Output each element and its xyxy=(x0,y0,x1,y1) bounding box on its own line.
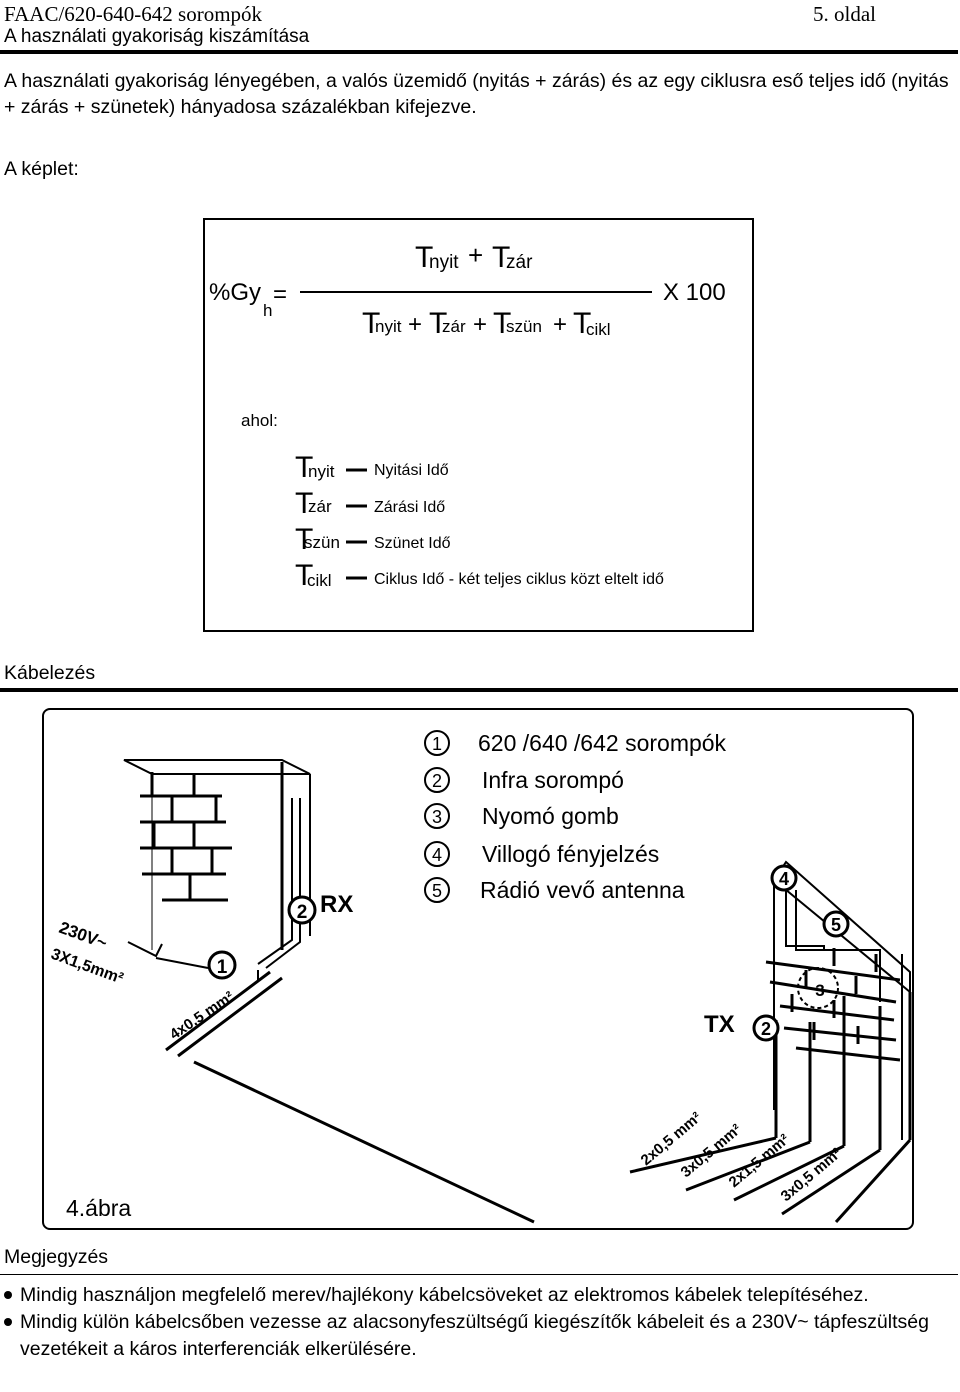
tx-label: TX xyxy=(704,1011,735,1038)
formula-box: T nyit + T zár %Gy h = X 100 T nyit + T … xyxy=(203,218,754,632)
svg-text:3: 3 xyxy=(815,981,824,1000)
denominator-sub-cikl: cikl xyxy=(586,320,611,339)
svg-text:5: 5 xyxy=(432,881,442,901)
denominator-plus1: + xyxy=(408,311,422,338)
numerator-sub-zar: zár xyxy=(506,252,533,273)
denominator-t3: T xyxy=(493,307,511,340)
formula-lhs: %Gy xyxy=(209,279,261,306)
denominator-t4: T xyxy=(573,307,591,340)
denominator-plus2: + xyxy=(473,311,487,338)
notes-rule xyxy=(0,1274,958,1275)
numerator-sub-nyit: nyit xyxy=(429,252,459,273)
legend-desc: Ciklus Idő - két teljes ciklus közt elte… xyxy=(374,571,664,588)
rx-bricks xyxy=(140,772,232,902)
legend-item-2: 2 Infra sorompó xyxy=(424,767,624,793)
numerator-plus: + xyxy=(468,240,483,270)
intro-paragraph: A használati gyakoriság lényegében, a va… xyxy=(4,70,949,118)
denominator-sub-nyit: nyit xyxy=(375,317,402,336)
power-switch xyxy=(127,941,163,958)
denominator-sub-szun: szün xyxy=(506,317,542,336)
tx-ground-cables xyxy=(629,1136,912,1224)
svg-text:4: 4 xyxy=(779,869,789,889)
header-rule xyxy=(0,50,958,54)
notes-label: Megjegyzés xyxy=(4,1246,109,1268)
cabling-diagram: RX 2 1 230V~ 3X1,5mm² 4x0,5 mm² 1 620 / xyxy=(49,730,912,1224)
legend-t-symbol: T xyxy=(295,523,313,556)
figure-legend: 1 620 /640 /642 sorompók 2 Infra sorompó… xyxy=(424,730,727,903)
power-cable-label: 3X1,5mm² xyxy=(49,946,126,988)
barrier-cable-label: 4x0,5 mm² xyxy=(167,988,237,1043)
svg-text:5: 5 xyxy=(831,915,841,935)
numerator-t2: T xyxy=(492,241,510,274)
svg-text:Rádió vevő antenna: Rádió vevő antenna xyxy=(480,877,685,903)
legend-sub: nyit xyxy=(308,462,335,481)
legend-sub: cikl xyxy=(307,571,332,590)
cabling-rule xyxy=(0,688,958,692)
ground-cables xyxy=(165,970,535,1224)
legend-t-symbol: T xyxy=(295,451,313,484)
where-label: ahol: xyxy=(241,411,278,430)
formula-label: A képlet: xyxy=(4,158,79,180)
legend-row-szun: T szün Szünet Idő xyxy=(295,523,451,556)
legend-item-3: 3 Nyomó gomb xyxy=(424,803,619,829)
legend-t-symbol: T xyxy=(295,487,313,520)
legend-sub: szün xyxy=(304,533,340,552)
svg-text:2: 2 xyxy=(297,902,308,923)
svg-text:620 /640 /642 sorompók: 620 /640 /642 sorompók xyxy=(478,730,727,756)
document-title: FAAC/620-640-642 sorompók xyxy=(4,2,263,26)
rx-label: RX xyxy=(320,891,353,918)
formula-lhs-sub: h xyxy=(263,301,272,320)
legend-desc: Zárási Idő xyxy=(374,499,445,516)
bullet-icon xyxy=(4,1291,12,1299)
page-number: 5. oldal xyxy=(813,2,876,26)
note-text: Mindig külön kábelcsőben vezesse az alac… xyxy=(20,1311,929,1360)
svg-text:1: 1 xyxy=(217,957,228,978)
formula-graphic: T nyit + T zár %Gy h = X 100 T nyit + T … xyxy=(209,240,726,592)
marker-2-tx: 2 xyxy=(752,1014,780,1042)
notes-list: Mindig használjon megfelelő merev/hajlék… xyxy=(0,1282,960,1363)
marker-5: 5 xyxy=(822,910,850,938)
svg-text:2: 2 xyxy=(432,771,442,791)
rx-wall xyxy=(123,759,311,969)
power-label: 230V~ xyxy=(57,918,110,953)
svg-text:1: 1 xyxy=(432,734,442,754)
legend-desc: Szünet Idő xyxy=(374,535,451,552)
marker-4: 4 xyxy=(770,864,798,892)
denominator-t2: T xyxy=(429,307,447,340)
legend-item-5: 5 Rádió vevő antenna xyxy=(424,877,685,903)
legend-row-cikl: T cikl Ciklus Idő - két teljes ciklus kö… xyxy=(295,559,664,592)
formula-multiplier: X 100 xyxy=(663,279,726,306)
svg-text:Infra sorompó: Infra sorompó xyxy=(482,767,624,793)
marker-1: 1 xyxy=(207,950,237,980)
marker-2-rx: 2 xyxy=(287,895,317,925)
legend-sub: zár xyxy=(308,497,332,516)
power-feed-line xyxy=(155,957,209,969)
note-text: Mindig használjon megfelelő merev/hajlék… xyxy=(20,1284,869,1306)
numerator-t1: T xyxy=(415,241,433,274)
marker-3: 3 xyxy=(815,981,824,1000)
legend-row-nyit: T nyit Nyitási Idő xyxy=(295,451,449,484)
note-item: Mindig használjon megfelelő merev/hajlék… xyxy=(0,1282,960,1309)
legend-t-symbol: T xyxy=(295,559,313,592)
legend-item-1: 1 620 /640 /642 sorompók xyxy=(424,730,727,756)
denominator-plus3: + xyxy=(553,311,567,338)
legend-desc: Nyitási Idő xyxy=(374,462,449,479)
svg-text:4: 4 xyxy=(432,845,442,865)
section-title: A használati gyakoriság kiszámítása xyxy=(4,26,310,47)
figure-caption: 4.ábra xyxy=(66,1195,131,1221)
denominator-sub-zar: zár xyxy=(442,317,466,336)
denominator-t1: T xyxy=(362,307,380,340)
legend-item-4: 4 Villogó fényjelzés xyxy=(424,841,659,867)
bullet-icon xyxy=(4,1318,12,1326)
note-item: Mindig külön kábelcsőben vezesse az alac… xyxy=(0,1309,960,1363)
svg-text:Villogó fényjelzés: Villogó fényjelzés xyxy=(482,841,659,867)
tx-wall xyxy=(765,860,912,1150)
legend-row-zar: T zár Zárási Idő xyxy=(295,487,445,520)
svg-text:3: 3 xyxy=(432,807,442,827)
cabling-label: Kábelezés xyxy=(4,662,96,684)
formula-equals: = xyxy=(273,281,287,308)
svg-text:2: 2 xyxy=(761,1019,771,1039)
cabling-figure: RX 2 1 230V~ 3X1,5mm² 4x0,5 mm² 1 620 / xyxy=(42,708,914,1230)
svg-text:Nyomó gomb: Nyomó gomb xyxy=(482,803,619,829)
